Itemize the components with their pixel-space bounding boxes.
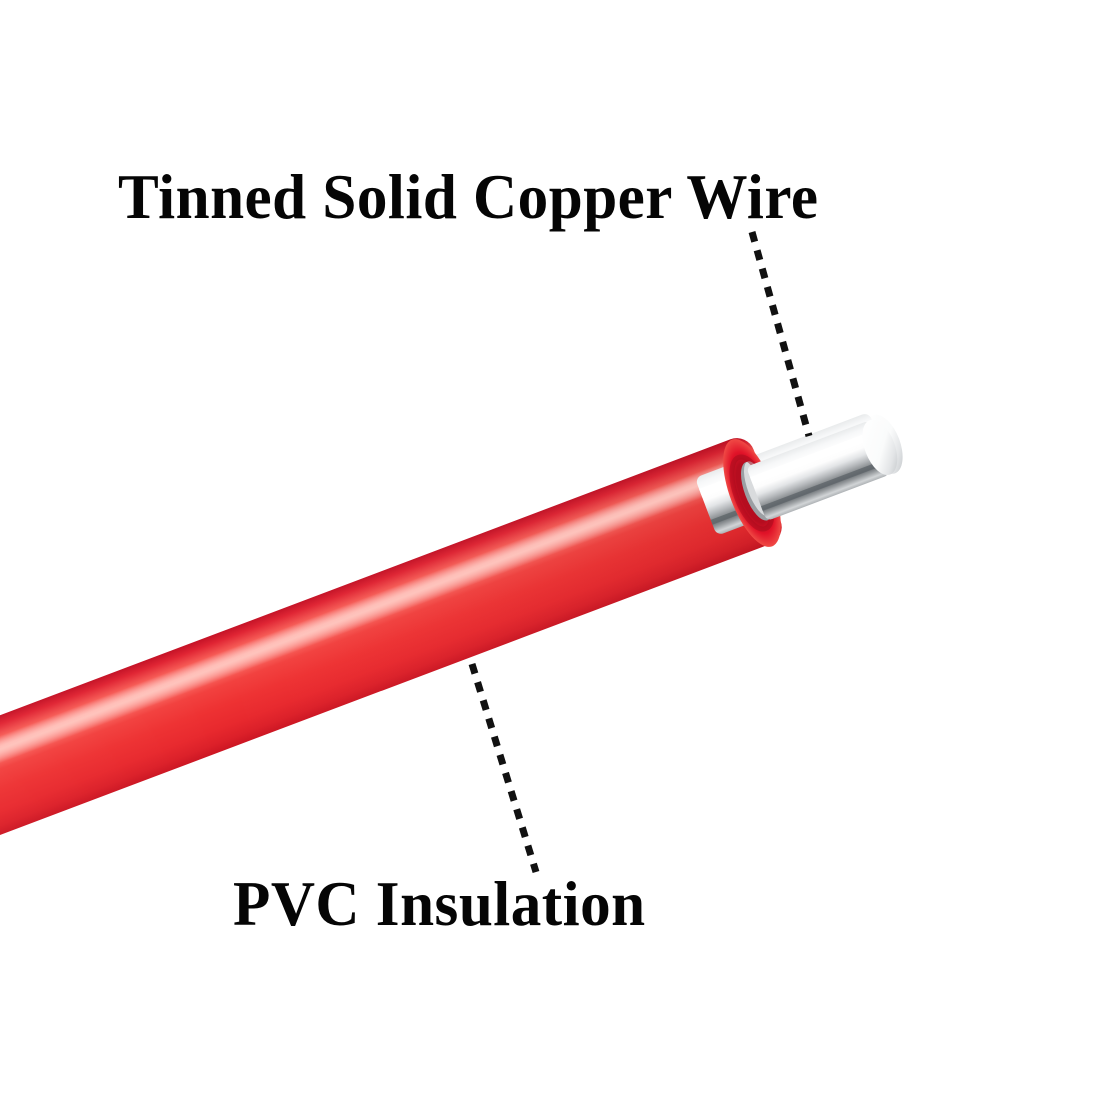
pvc-leader-line xyxy=(468,662,540,874)
jacket-specular-highlight xyxy=(0,450,764,855)
label-pvc-insulation: PVC Insulation xyxy=(233,869,646,939)
conductor-emerging-segment xyxy=(747,419,898,520)
conductor-emerging-highlight xyxy=(750,430,877,485)
conductor-cap-ellipse xyxy=(862,419,898,476)
copper-leader-line xyxy=(748,231,813,437)
conductor-emerging-dark-band xyxy=(760,459,887,511)
leader-lines xyxy=(468,231,813,874)
pvc-insulation-jacket xyxy=(0,438,782,913)
label-tinned-solid-copper-wire: Tinned Solid Copper Wire xyxy=(118,162,819,232)
